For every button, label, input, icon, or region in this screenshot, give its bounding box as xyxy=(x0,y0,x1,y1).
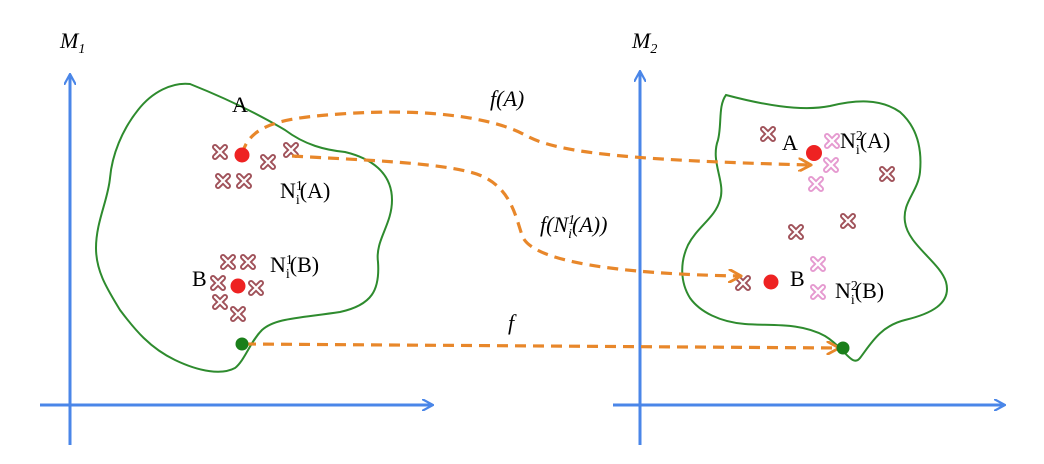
left-space-title: M1 xyxy=(59,28,85,57)
left-point-a xyxy=(234,147,250,163)
marker xyxy=(843,216,853,226)
label-f-of-a: f(A) xyxy=(490,86,524,111)
right-space-title: M2 xyxy=(631,28,657,57)
marker xyxy=(813,287,823,297)
marker xyxy=(263,157,273,167)
left-region-outline xyxy=(94,82,394,373)
marker xyxy=(243,257,253,267)
marker xyxy=(827,136,837,146)
marker xyxy=(218,176,228,186)
marker xyxy=(738,278,748,288)
left-label-a: A xyxy=(232,92,248,117)
marker xyxy=(826,160,836,170)
mapping-arrows xyxy=(240,110,838,348)
marker xyxy=(763,129,773,139)
label-f: f xyxy=(508,310,517,335)
marker xyxy=(882,169,892,179)
marker xyxy=(223,257,233,267)
marker xyxy=(239,176,249,186)
right-axes: M2 xyxy=(613,28,1004,445)
arrow-f xyxy=(244,344,838,348)
arrow-f-of-neighborhood xyxy=(291,154,740,276)
right-region-outline xyxy=(681,93,948,362)
right-label-a: A xyxy=(782,130,798,155)
right-label-b: B xyxy=(790,266,805,291)
marker xyxy=(286,145,296,155)
left-axes: M1 xyxy=(40,28,432,445)
arrow-f-of-a xyxy=(240,110,810,165)
marker xyxy=(813,259,823,269)
marker xyxy=(791,227,801,237)
right-point-a xyxy=(806,145,822,161)
right-point-b xyxy=(763,274,779,290)
left-label-b: B xyxy=(192,266,207,291)
marker xyxy=(251,283,261,293)
right-boundary-point xyxy=(836,341,850,355)
left-point-b xyxy=(230,278,246,294)
marker xyxy=(233,309,243,319)
marker xyxy=(213,278,223,288)
marker xyxy=(811,179,821,189)
marker xyxy=(215,147,225,157)
marker xyxy=(215,297,225,307)
left-boundary-point xyxy=(235,337,249,351)
